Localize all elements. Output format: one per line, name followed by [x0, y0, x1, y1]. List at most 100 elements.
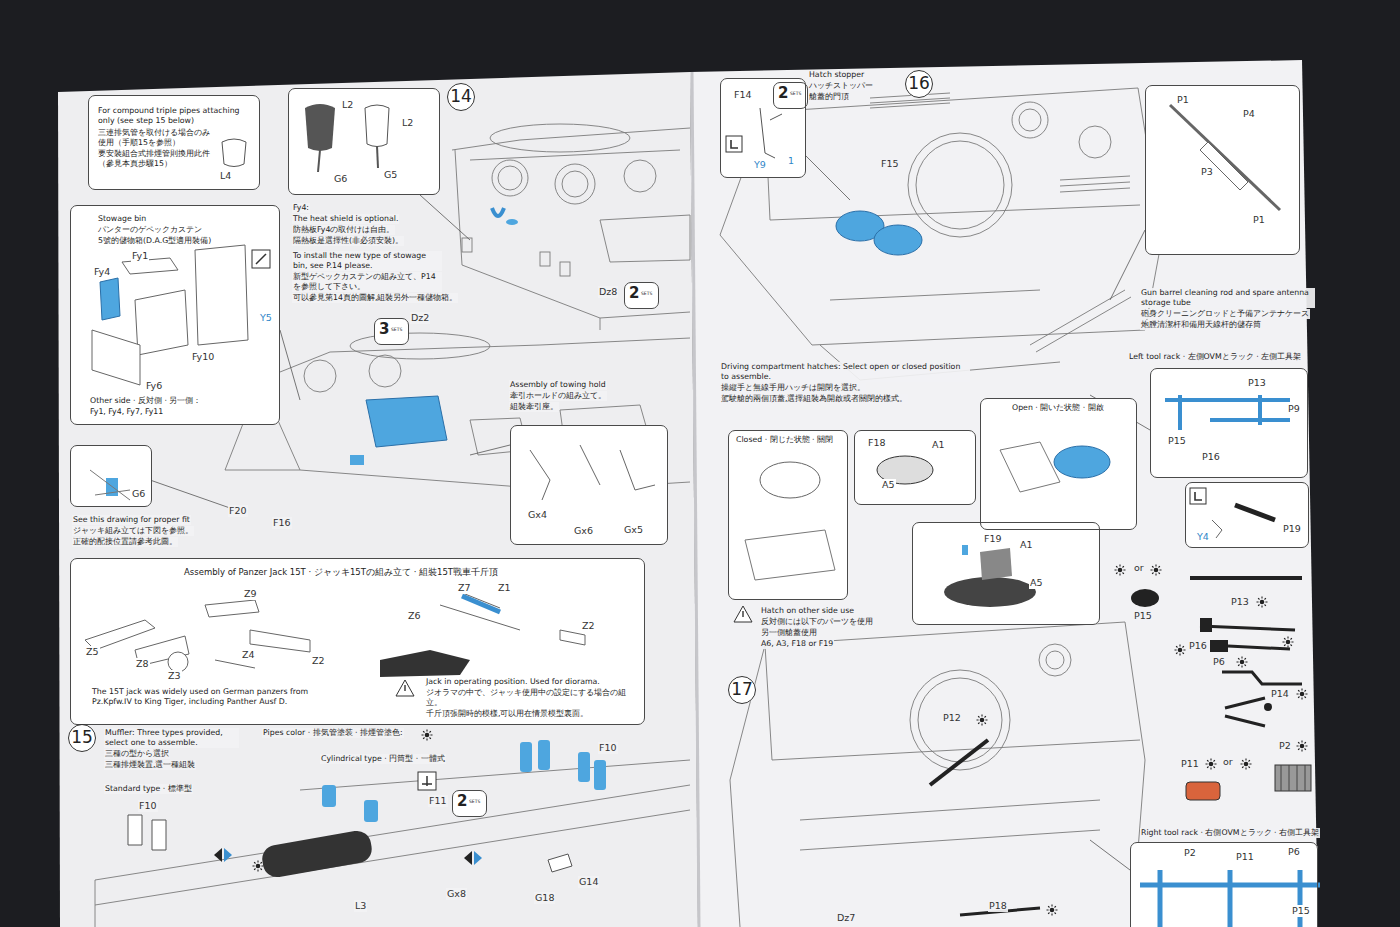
leader-line: [1090, 840, 1130, 870]
heading-text: Assembly of Panzer Jack 15T · ジャッキ15Tの組み…: [183, 567, 499, 578]
part-number-blue: 1: [787, 155, 795, 167]
hull-drawing: [350, 333, 490, 359]
part-number: P2: [1278, 740, 1292, 752]
tool-drawing: [1225, 698, 1265, 726]
hull-drawing: [95, 760, 690, 927]
sets-text: SETS: [390, 327, 403, 333]
part-number: P14: [1270, 688, 1290, 700]
note-text: A6, A3, F18 or F19: [760, 639, 834, 649]
paint-symbol: [1175, 645, 1186, 656]
box-fill: [1185, 482, 1309, 548]
highlight-part: [874, 225, 922, 255]
part-number: P6: [1212, 656, 1226, 668]
tool-drawing: [1131, 589, 1159, 607]
sets-text: SETS: [640, 291, 653, 297]
note-text: Assembly of towing hold: [509, 380, 607, 390]
hull-drawing: [560, 262, 570, 276]
part-drawing: [1200, 142, 1248, 190]
tool-drawing: [1186, 782, 1220, 800]
box-fill: [288, 88, 440, 195]
callout-box: Gx4Gx6Gx5: [510, 425, 668, 545]
hull-drawing: [624, 160, 656, 192]
muffler-drawing: [464, 851, 472, 865]
note-text: 組裝牽引座。: [509, 402, 559, 412]
note-text: 正確的配接位置請參考此圖。: [72, 537, 178, 547]
part-number: F15: [880, 158, 900, 170]
part-number: P11: [1180, 758, 1200, 770]
hull-drawing: [918, 678, 1002, 762]
hull-drawing: [730, 622, 1145, 927]
part-number: F16: [272, 517, 292, 529]
part-drawing: [734, 606, 752, 622]
note-text: Left tool rack · 左側OVMとラック · 左側工具架: [1128, 352, 1302, 362]
hull-drawing: [369, 355, 401, 387]
callout-box: For compound triple pipes attaching only…: [88, 95, 260, 190]
leader-line: [150, 480, 230, 508]
part-number: P11: [1235, 851, 1255, 863]
part-number: P6: [1287, 846, 1301, 858]
part-number: G6: [333, 173, 348, 185]
tool-drawing: [1281, 765, 1305, 791]
callout-box: L2L2G6G5: [288, 88, 440, 195]
callout-box: Y4P19: [1185, 482, 1309, 548]
part-drawing: [205, 600, 310, 668]
leader-line: [420, 195, 470, 240]
box-fill: [510, 425, 668, 545]
leader-line: [470, 445, 510, 455]
part-number: P16: [1188, 640, 1208, 652]
box-fill: [1150, 368, 1308, 478]
page-background: [58, 72, 698, 927]
part-number: Z2: [581, 620, 596, 632]
muffler-drawing: [418, 772, 436, 790]
box-fill: [912, 522, 1100, 625]
paint-symbol: [1297, 689, 1308, 700]
page-background: [692, 72, 699, 927]
note-text: 操縦手と無線手用ハッチは開閉を選択。: [720, 383, 866, 393]
hull-drawing: [540, 252, 550, 266]
box-fill: [720, 78, 806, 178]
part-drawing: [760, 462, 820, 498]
paint-symbol: [253, 861, 264, 872]
highlight-part: [492, 208, 504, 216]
part-drawing: [1235, 505, 1275, 520]
tool-drawing: [1131, 578, 1311, 800]
box-fill: [70, 558, 645, 725]
hull-drawing: [1079, 126, 1111, 158]
part-number: Z3: [167, 670, 182, 682]
hull-drawing: [1030, 290, 1131, 352]
part-number: Fy1: [131, 250, 149, 262]
part-drawing: [530, 445, 655, 500]
box-fill: [70, 445, 152, 507]
note-text: 另一側艙蓋使用: [760, 628, 818, 638]
hull-drawing: [555, 164, 595, 204]
part-number: Fy6: [145, 380, 163, 392]
part-drawing: [256, 254, 266, 264]
part-number: P13: [1247, 377, 1267, 389]
part-drawing: [726, 136, 742, 152]
note-text: ジャッキ組み立ては下図を参照。: [72, 526, 194, 536]
part-number: Z9: [243, 588, 258, 600]
step-number-text: 14: [448, 86, 474, 108]
paint-symbol: [1257, 597, 1268, 608]
muffler-drawing: [224, 848, 232, 862]
muffler-drawing: [520, 742, 532, 772]
part-number: P18: [988, 900, 1008, 912]
hull-drawing: [800, 800, 1100, 850]
part-number: Z6: [407, 610, 422, 622]
box-fill: [728, 676, 756, 704]
note-text: 炮膛清潔杆和備用天線杆的儲存筒: [1140, 320, 1262, 330]
muffler-drawing: [578, 752, 590, 782]
part-number: L3: [354, 900, 367, 912]
hull-drawing: [916, 141, 1004, 229]
part-number: P2: [1183, 847, 1197, 859]
part-drawing: [731, 140, 738, 148]
part-drawing: [742, 611, 743, 617]
step-number-text: 17: [729, 679, 755, 701]
part-number: P19: [1282, 523, 1302, 535]
box-fill: [728, 430, 848, 600]
part-number: F10: [598, 742, 618, 754]
part-drawing: [222, 139, 246, 167]
note-text: 三種排煙裝置,選一種組裝: [104, 760, 196, 770]
part-drawing: [1054, 446, 1110, 478]
part-drawing: [377, 146, 378, 168]
